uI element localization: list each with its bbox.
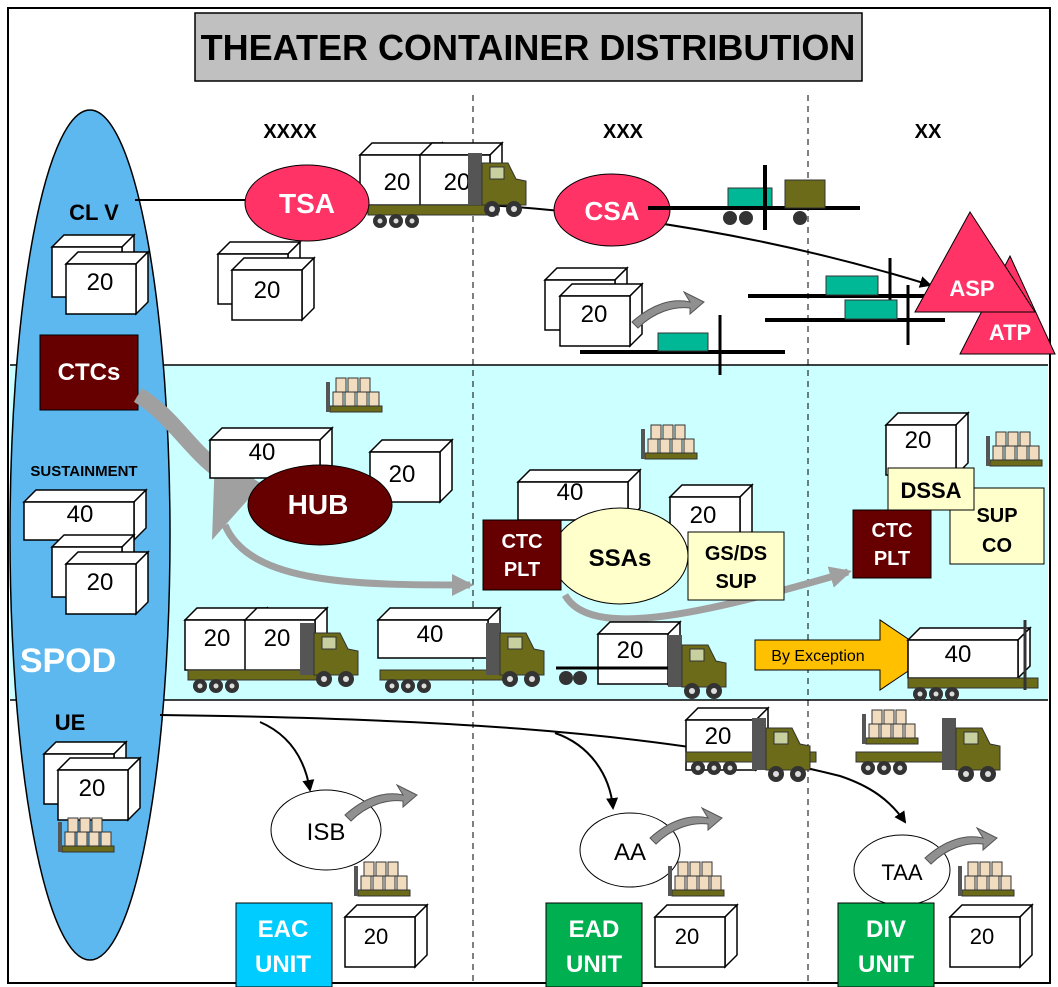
clv-label: CL V — [69, 200, 119, 225]
svg-text:20: 20 — [389, 461, 416, 488]
title-box — [194, 12, 863, 82]
svg-text:CTC: CTC — [501, 531, 542, 553]
taa-label: TAA — [881, 860, 922, 885]
svg-text:20: 20 — [690, 502, 717, 529]
svg-text:20: 20 — [675, 924, 699, 949]
svg-text:20: 20 — [364, 924, 388, 949]
svg-text:UNIT: UNIT — [255, 951, 311, 978]
eac-unit-box — [235, 902, 333, 987]
csa-label: CSA — [585, 196, 640, 226]
ssa-to-ctc-arrow — [561, 566, 852, 623]
svg-text:20: 20 — [617, 637, 644, 664]
svg-text:20: 20 — [264, 625, 291, 652]
ssas-label: SSAs — [589, 545, 652, 572]
hub-label: HUB — [288, 489, 349, 520]
ctcs-label: CTCs — [58, 359, 121, 386]
aa-node — [579, 812, 681, 888]
div-unit-box — [837, 902, 935, 987]
ue-label: UE — [55, 710, 86, 735]
svg-text:20: 20 — [254, 277, 281, 304]
by-exception-arrow — [754, 619, 933, 691]
svg-text:20: 20 — [384, 169, 411, 196]
echelon-label-xx: XX — [915, 121, 942, 143]
hub-to-ctc-arrow — [221, 523, 474, 596]
ctc-plt-box-1 — [482, 519, 562, 591]
ue-flow-line — [159, 714, 907, 824]
svg-text:40: 40 — [249, 439, 276, 466]
svg-text:CTC: CTC — [871, 520, 912, 542]
svg-text:UNIT: UNIT — [566, 951, 622, 978]
svg-text:20: 20 — [970, 924, 994, 949]
dssa-label: DSSA — [900, 478, 961, 503]
isb-label: ISB — [307, 819, 346, 846]
svg-text:SUP: SUP — [976, 505, 1017, 527]
aa-label: AA — [614, 839, 646, 866]
svg-text:20: 20 — [705, 723, 732, 750]
svg-text:40: 40 — [557, 479, 584, 506]
svg-text:SUP: SUP — [715, 571, 756, 593]
echelon-label-xxxx: XXXX — [263, 121, 317, 143]
svg-text:EAD: EAD — [569, 916, 620, 943]
ead-unit-box — [545, 902, 643, 987]
tsa-label: TSA — [279, 188, 335, 219]
ctcs-box — [39, 334, 139, 411]
svg-text:40: 40 — [417, 621, 444, 648]
gsds-sup-box — [687, 531, 785, 601]
by-exception-label: By Exception — [771, 648, 864, 665]
svg-text:EAC: EAC — [258, 916, 309, 943]
svg-text:GS/DS: GS/DS — [705, 543, 767, 565]
dssa-box — [887, 467, 975, 511]
asp-triangle — [914, 211, 1036, 313]
svg-text:PLT: PLT — [504, 559, 540, 581]
spod-label: SPOD — [20, 642, 116, 680]
svg-text:20: 20 — [79, 775, 106, 802]
sustainment-label: SUSTAINMENT — [30, 463, 137, 480]
svg-text:20: 20 — [905, 427, 932, 454]
asp-label: ASP — [949, 276, 994, 301]
svg-text:DIV: DIV — [866, 916, 906, 943]
ctc-plt-box-2 — [852, 509, 932, 579]
svg-text:20: 20 — [581, 301, 608, 328]
container-20-label: 20 — [87, 269, 114, 296]
svg-text:UNIT: UNIT — [858, 951, 914, 978]
echelon-label-xxx: XXX — [603, 121, 644, 143]
page-title: THEATER CONTAINER DISTRIBUTION — [201, 27, 856, 68]
svg-text:20: 20 — [204, 625, 231, 652]
svg-text:40: 40 — [945, 641, 972, 668]
tsa-node — [244, 164, 370, 242]
svg-text:20: 20 — [444, 169, 471, 196]
hub-node — [247, 464, 393, 546]
svg-text:20: 20 — [87, 569, 114, 596]
svg-text:CO: CO — [982, 535, 1012, 557]
svg-text:PLT: PLT — [874, 548, 910, 570]
svg-text:40: 40 — [67, 501, 94, 528]
atp-label: ATP — [989, 320, 1031, 345]
